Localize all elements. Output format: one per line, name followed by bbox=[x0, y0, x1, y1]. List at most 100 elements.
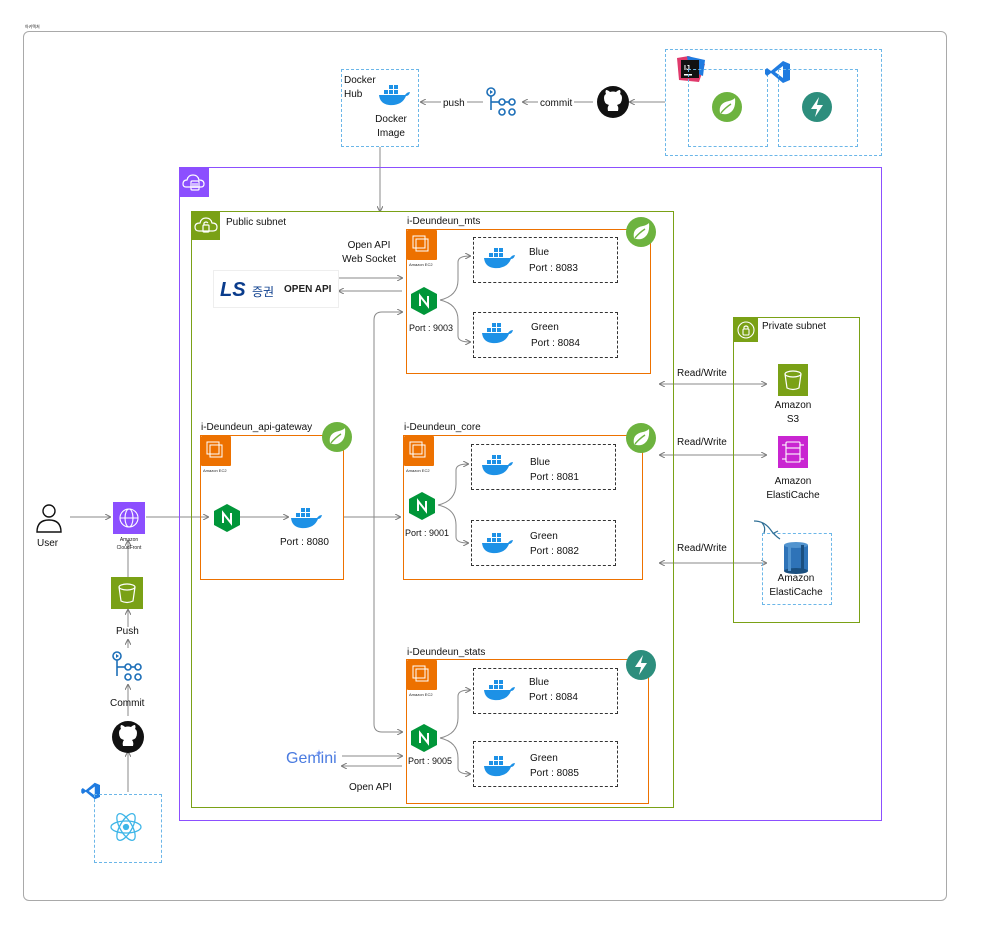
gateway-nginx-icon bbox=[214, 504, 240, 532]
database-icon bbox=[782, 541, 810, 575]
mts-blue-port: Port : 8083 bbox=[529, 263, 578, 274]
core-green-title: Green bbox=[530, 531, 558, 542]
mts-blue-docker-icon bbox=[483, 245, 517, 269]
private-subnet-icon bbox=[734, 318, 758, 342]
spring-app-box bbox=[688, 69, 768, 147]
s3-label: Amazon S3 bbox=[774, 400, 812, 425]
s3-icon bbox=[778, 364, 808, 396]
mts-port-label: Port : 9003 bbox=[409, 323, 454, 333]
vpc-icon bbox=[180, 168, 209, 197]
gemini-sparkle-icon bbox=[315, 744, 323, 757]
gateway-spring-icon bbox=[322, 422, 352, 452]
mts-nginx-icon bbox=[411, 287, 437, 315]
github-icon bbox=[597, 86, 629, 118]
mts-blue-box bbox=[473, 237, 618, 283]
client-vscode-icon bbox=[81, 782, 101, 800]
stats-ec2-icon bbox=[407, 660, 437, 690]
elasticache-icon bbox=[778, 436, 808, 468]
client-github-icon bbox=[112, 721, 144, 753]
stats-port-label: Port : 9005 bbox=[408, 756, 453, 766]
gemini-logo: Gemini bbox=[286, 750, 337, 767]
mts-ec2-icon bbox=[407, 230, 437, 260]
client-commit-label: Commit bbox=[110, 698, 145, 709]
core-green-port: Port : 8082 bbox=[530, 546, 579, 557]
core-port-label: Port : 9001 bbox=[405, 528, 450, 538]
core-blue-port: Port : 8081 bbox=[530, 472, 579, 483]
core-nginx-icon bbox=[409, 492, 435, 520]
user-label: User bbox=[37, 538, 59, 549]
rw-label-2: Read/Write bbox=[677, 437, 727, 448]
docker-image-label: Docker Image bbox=[375, 114, 407, 139]
commit-label: commit bbox=[538, 97, 575, 110]
stats-blue-port: Port : 8084 bbox=[529, 692, 578, 703]
docker-hub-icon bbox=[378, 82, 412, 106]
mts-green-docker-icon bbox=[481, 320, 515, 344]
stats-ec2-label: Amazon EC2 bbox=[409, 692, 433, 697]
gateway-docker-icon bbox=[290, 505, 324, 529]
stats-service-box bbox=[406, 659, 649, 804]
core-ec2-label: Amazon EC2 bbox=[406, 468, 430, 473]
stats-title: i-Deundeun_stats bbox=[407, 647, 486, 658]
elasticache-label: Amazon ElastiCache bbox=[766, 476, 820, 501]
fastapi-app-box bbox=[778, 69, 858, 147]
stats-blue-docker-icon bbox=[483, 677, 517, 701]
core-blue-box bbox=[471, 444, 616, 490]
stats-blue-box bbox=[473, 668, 618, 714]
rw-label-3: Read/Write bbox=[677, 543, 727, 554]
core-title: i-Deundeun_core bbox=[404, 422, 481, 433]
elasticache2-label: Amazon ElastiCache bbox=[769, 573, 823, 598]
gateway-title: i-Deundeun_api-gateway bbox=[201, 422, 313, 433]
public-subnet-box bbox=[191, 211, 674, 808]
stats-green-box bbox=[473, 741, 618, 787]
stats-green-port: Port : 8085 bbox=[530, 768, 579, 779]
react-icon bbox=[109, 811, 143, 843]
mts-title: i-Deundeun_mts bbox=[407, 216, 481, 227]
gateway-port-label: Port : 8080 bbox=[280, 537, 329, 548]
client-actions-icon bbox=[111, 650, 145, 684]
vpc-box bbox=[179, 167, 882, 821]
core-green-docker-icon bbox=[481, 530, 515, 554]
public-subnet-icon bbox=[192, 212, 220, 240]
private-subnet-title: Private subnet bbox=[762, 321, 826, 332]
stats-nginx-icon bbox=[411, 724, 437, 752]
mts-green-port: Port : 8084 bbox=[531, 338, 580, 349]
mts-service-box bbox=[406, 229, 651, 374]
core-service-box bbox=[403, 435, 643, 580]
gemini-openapi-label: Open API bbox=[349, 782, 392, 793]
page-frame bbox=[23, 31, 947, 901]
page-tab-title: 아키텍처 bbox=[25, 24, 40, 29]
core-green-box bbox=[471, 520, 616, 566]
ls-openapi-logo: LS 증권 OPEN API bbox=[213, 270, 339, 308]
mysql-dolphin-icon bbox=[752, 519, 782, 541]
public-subnet-title: Public subnet bbox=[226, 217, 287, 228]
svg-text:IJ: IJ bbox=[684, 65, 690, 72]
private-subnet-box bbox=[733, 317, 860, 623]
docker-hub-label: Docker Hub bbox=[344, 75, 376, 100]
stats-blue-title: Blue bbox=[529, 677, 550, 688]
ls-openapi-text: OPEN API bbox=[284, 284, 332, 295]
client-s3-icon bbox=[111, 577, 143, 609]
cloudfront-label: Amazon CloudFront bbox=[116, 537, 142, 551]
stats-fastapi-icon bbox=[626, 650, 656, 680]
user-icon bbox=[36, 503, 62, 533]
mts-spring-icon bbox=[626, 217, 656, 247]
core-ec2-icon bbox=[404, 436, 434, 466]
rw-label-1: Read/Write bbox=[677, 368, 727, 379]
cloudfront-icon bbox=[113, 502, 145, 534]
client-push-label: Push bbox=[116, 626, 139, 637]
client-react-box bbox=[94, 794, 162, 863]
github-actions-icon bbox=[485, 86, 519, 118]
stats-green-docker-icon bbox=[483, 753, 517, 777]
stats-green-title: Green bbox=[530, 753, 558, 764]
mts-green-box bbox=[473, 312, 618, 358]
mts-openapi-ws-label: Open API Web Socket bbox=[342, 240, 396, 265]
spring-boot-icon bbox=[712, 92, 742, 122]
docker-hub-box bbox=[341, 69, 419, 147]
gateway-ec2-icon bbox=[201, 436, 231, 466]
mts-blue-title: Blue bbox=[529, 247, 550, 258]
elasticache2-box bbox=[762, 533, 832, 605]
ls-korean-text: 증권 bbox=[252, 285, 275, 299]
mts-green-title: Green bbox=[531, 322, 559, 333]
core-spring-icon bbox=[626, 423, 656, 453]
gateway-ec2-label: Amazon EC2 bbox=[203, 468, 227, 473]
